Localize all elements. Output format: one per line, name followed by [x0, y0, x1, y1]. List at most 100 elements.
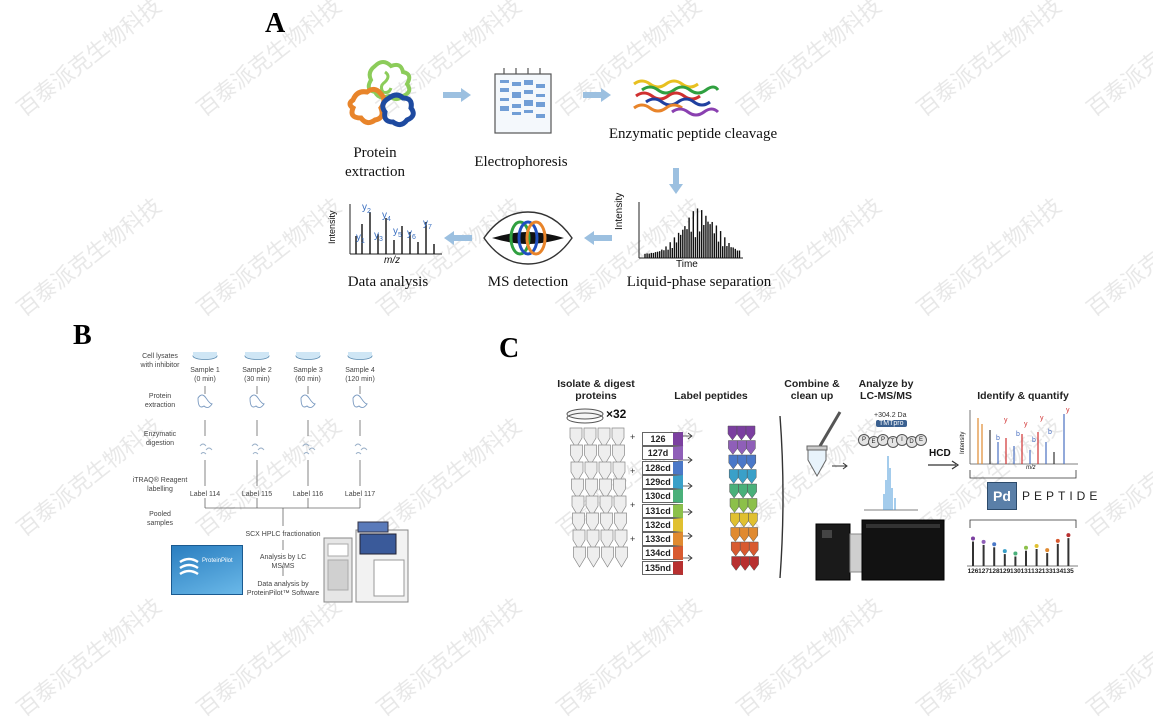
sample-tube [612, 461, 626, 483]
peptide-bead: E [867, 436, 880, 448]
tmt-tag: 128cd [642, 460, 683, 475]
sample-tube [614, 512, 627, 534]
b-row-label: Enzymatic digestion [143, 431, 177, 447]
tmt-tag: 133cd [642, 532, 683, 547]
sample-tube [585, 495, 599, 517]
labeled-tube [738, 498, 749, 513]
tmt-tag: 129cd [642, 474, 683, 489]
ion-label: y1 [356, 232, 365, 245]
reporter-marker [1045, 548, 1050, 553]
sample-tube [598, 444, 611, 466]
msms-ion-letter: b [996, 435, 1000, 442]
msms-y-axis-label: Intensity [960, 431, 966, 454]
reporter-ion-label: 134 [1052, 568, 1064, 575]
sample-tube [613, 478, 626, 500]
tmt-tag: 134cd [642, 546, 683, 561]
b-peptide-icon [302, 443, 316, 455]
plus-sign: + [630, 534, 635, 544]
combine-bracket [779, 415, 784, 579]
sample-tube [571, 478, 584, 500]
b-step-data-analysis: Data analysis by ProteinPilot™ Software [246, 581, 320, 597]
reporter-marker [1066, 533, 1071, 538]
labeled-tube [740, 556, 750, 571]
b-petri-dish-body [245, 352, 269, 356]
b-row-label: Protein extraction [144, 393, 176, 409]
protein-blob-illustration [347, 60, 416, 128]
reporter-ion-label: 129 [999, 568, 1011, 575]
lc-chromatogram [638, 202, 743, 259]
labeled-tube [749, 556, 759, 571]
msms-ion-letter: b [1048, 429, 1052, 436]
sample-tube [572, 529, 586, 551]
proteome-discoverer-logo: Pd [987, 482, 1017, 510]
b-protein-icon [300, 394, 316, 409]
reporter-marker [992, 542, 997, 547]
b-sample-label: Sample 1 (0 min) [190, 367, 220, 383]
b-reagent-label: Label 116 [292, 491, 324, 498]
ms-x-axis-label: m/z [384, 255, 401, 266]
reporter-marker [1055, 538, 1060, 543]
labeled-tube [738, 483, 748, 499]
labeled-tube [729, 483, 739, 499]
b-peptide-icon [251, 443, 265, 455]
b-protein-icon [197, 394, 213, 409]
arrow-right-icon [443, 88, 471, 102]
sample-tube [569, 427, 583, 449]
sample-tube [614, 529, 628, 551]
sample-tube [599, 478, 612, 500]
petri-dish-icon [566, 408, 604, 424]
c-header-label: Label peptides [674, 390, 748, 402]
step-enzymatic-cleavage: Enzymatic peptide cleavage [608, 126, 778, 142]
labeled-tube [745, 425, 756, 441]
combined-tube-icon [806, 445, 828, 478]
sample-multiplier: ×32 [606, 407, 627, 421]
sample-tube [570, 461, 584, 483]
b-sample-label: Sample 2 (30 min) [242, 367, 272, 383]
b-peptide-icon [199, 443, 213, 455]
lc-x-axis-label: Time [676, 259, 698, 270]
labeled-tube [748, 512, 758, 528]
plus-sign: + [630, 500, 635, 510]
peptide-bead: E [915, 434, 927, 446]
labeled-tube [737, 454, 748, 470]
sample-tube [615, 546, 628, 568]
tmt-tag: 131cd [642, 503, 683, 518]
ion-label: y6 [407, 228, 416, 241]
peptide-bead: I [896, 434, 908, 446]
b-step-scx: SCX HPLC fractionation [245, 531, 321, 538]
b-petri-dish-body [193, 352, 217, 356]
reporter-ion-label: 130 [1009, 568, 1021, 575]
b-petri-dish-body [348, 352, 372, 356]
ion-label: y4 [382, 210, 391, 223]
c-header-isolate: Isolate & digest proteins [557, 378, 635, 402]
reporter-marker [1002, 549, 1007, 554]
panel-a-letter: A [265, 8, 286, 39]
b-sample-label: Sample 3 (60 min) [293, 367, 323, 383]
hcd-arrow-icon [928, 460, 960, 470]
tmt-tag: 135nd [642, 560, 683, 575]
sample-tube [584, 461, 598, 483]
labeled-tube [748, 541, 759, 557]
b-sample-graphics [192, 352, 373, 486]
software-box-title: ProteinPilot [202, 558, 233, 564]
sample-tube [570, 444, 583, 466]
reporter-ion-label: 128 [988, 568, 1000, 575]
labeled-tube [748, 527, 759, 542]
arrow-left-icon [584, 231, 612, 245]
labeled-tube [746, 440, 756, 455]
labeled-tube [737, 440, 747, 455]
tmt-tag: 126 [642, 432, 683, 446]
peptide-bead: T [886, 436, 899, 448]
sample-tube [601, 546, 614, 568]
reporter-ion-label: 135 [1062, 568, 1074, 575]
labeled-tube [728, 469, 739, 484]
b-protein-icon [352, 394, 368, 409]
reporter-ion-label: 132 [1031, 568, 1043, 575]
reporter-ion-label: 126 [967, 568, 979, 575]
reporter-marker [1034, 544, 1039, 548]
msms-ion-letter: y [1024, 421, 1028, 428]
precursor-spectrum [864, 456, 918, 511]
labeled-tube [728, 454, 739, 470]
sample-tube [587, 546, 600, 568]
tmtpro-label: TMTpro [876, 420, 907, 427]
